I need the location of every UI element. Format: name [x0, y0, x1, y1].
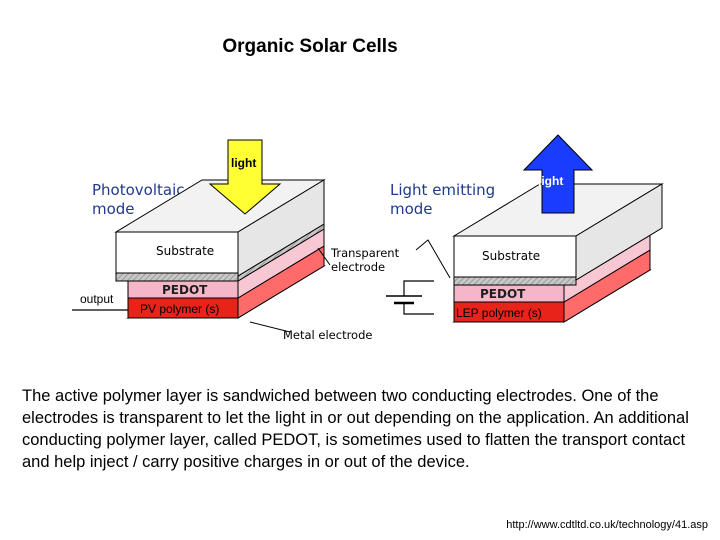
photovoltaic-mode-line2: mode: [92, 200, 135, 218]
pedot-right-label: PEDOT: [480, 287, 526, 301]
photovoltaic-device: [72, 139, 331, 333]
metal-electrode-label: Metal electrode: [283, 328, 372, 342]
source-url: http://www.cdtltd.co.uk/technology/41.as…: [506, 519, 708, 531]
transparent-electrode-pointer-right: [415, 239, 451, 279]
transparent-electrode-pointer: [317, 247, 331, 266]
light-emitting-mode-line2: mode: [390, 200, 433, 218]
description-paragraph: The active polymer layer is sandwiched b…: [22, 387, 689, 471]
page-title: Organic Solar Cells: [222, 36, 398, 57]
transparent-electrode-label-line2: electrode: [331, 260, 385, 274]
light-out-label: light: [538, 174, 563, 188]
light-emitting-mode-line1: Light emitting: [390, 181, 496, 199]
substrate-right-front: [453, 235, 577, 278]
battery-icon: [386, 280, 434, 315]
light-emitting-device: [386, 134, 664, 323]
output-label: output: [80, 292, 114, 306]
transparent-electrode-label-line1: Transparent: [330, 246, 400, 260]
photovoltaic-mode-line1: Photovoltaic: [92, 181, 185, 199]
pv-polymer-label: PV polymer (s): [140, 302, 219, 316]
substrate-left-label: Substrate: [156, 244, 214, 258]
light-in-label: light: [231, 156, 256, 170]
lep-polymer-label: LEP polymer (s): [456, 306, 542, 320]
pedot-left-label: PEDOT: [162, 283, 208, 297]
substrate-right-label: Substrate: [482, 249, 540, 263]
solar-cell-diagram: light light Substrate Substrate PEDOT PE…: [72, 134, 664, 342]
metal-electrode-pointer: [249, 321, 291, 333]
substrate-left-front: [115, 231, 239, 274]
light-out-arrow: [522, 134, 594, 214]
light-in-arrow: [208, 139, 282, 215]
